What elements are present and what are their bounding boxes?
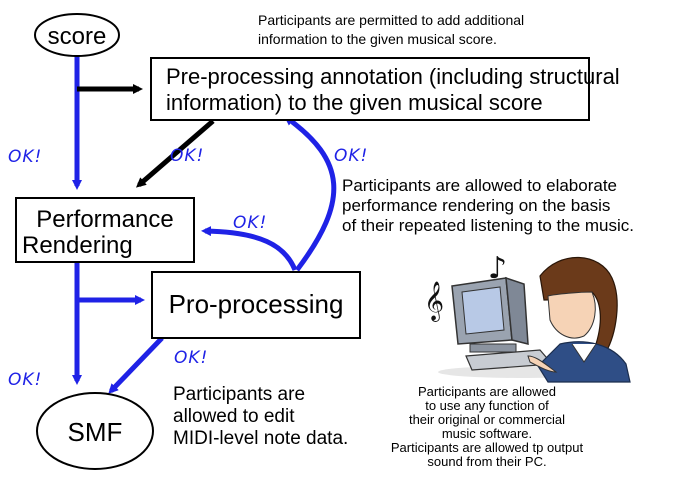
ok-label-proprocess-smf: OK! — [174, 348, 208, 368]
note-software: Participants are allowed to use any func… — [391, 384, 584, 469]
music-note-icon: ♪ — [488, 251, 507, 286]
note-elaborate-2: performance rendering on the basis — [342, 196, 610, 215]
preprocess-label-2: information) to the given musical score — [166, 90, 543, 115]
note-software-5: Participants are allowed tp output — [391, 440, 584, 455]
note-edit-1: Participants are — [173, 384, 305, 405]
performance-label-1: Performance — [36, 206, 173, 233]
score-node — [34, 13, 120, 57]
note-edit-2: allowed to edit — [173, 406, 295, 427]
performance-node — [15, 197, 195, 263]
preprocess-label-1: Pre-processing annotation (including str… — [166, 64, 620, 89]
note-software-6: sound from their PC. — [427, 454, 546, 469]
smf-label: SMF — [68, 417, 123, 447]
ok-label-performance-smf: OK! — [8, 370, 42, 390]
arrow-proprocessing-to-performance — [201, 226, 298, 272]
proprocess-node — [151, 271, 361, 339]
black-arrows — [77, 84, 215, 188]
ok-label-score-performance: OK! — [8, 147, 42, 167]
arrow-proprocessing-to-preprocessing — [283, 115, 337, 272]
arrow-proprocessing-to-smf — [108, 336, 164, 394]
score-label: score — [48, 23, 107, 50]
performance-label-2: Rendering — [22, 232, 133, 259]
ok-label-proprocess-performance: OK! — [233, 213, 267, 233]
note-elaborate-3: of their repeated listening to the music… — [342, 216, 634, 235]
blue-arrows — [72, 56, 337, 394]
note-software-4: music software. — [442, 426, 532, 441]
note-top-1: Participants are permitted to add additi… — [258, 12, 524, 28]
note-software-1: Participants are allowed — [418, 384, 556, 399]
ok-label-preprocess-performance: OK! — [170, 146, 204, 166]
note-software-3: their original or commercial — [409, 412, 565, 427]
treble-clef-icon: 𝄞 — [424, 281, 444, 322]
computer-user-illustration — [438, 256, 631, 383]
note-software-2: to use any function of — [425, 398, 549, 413]
note-edit-3: MIDI-level note data. — [173, 428, 348, 449]
note-top-2: information to the given musical score. — [258, 31, 497, 47]
smf-node — [36, 392, 154, 470]
ok-label-proprocess-preprocess: OK! — [334, 146, 368, 166]
note-elaborate-1: Participants are allowed to elaborate — [342, 176, 617, 195]
proprocess-label: Pro-processing — [169, 289, 344, 319]
arrow-preprocessing-to-performance — [135, 119, 215, 188]
preprocess-node — [150, 57, 590, 121]
